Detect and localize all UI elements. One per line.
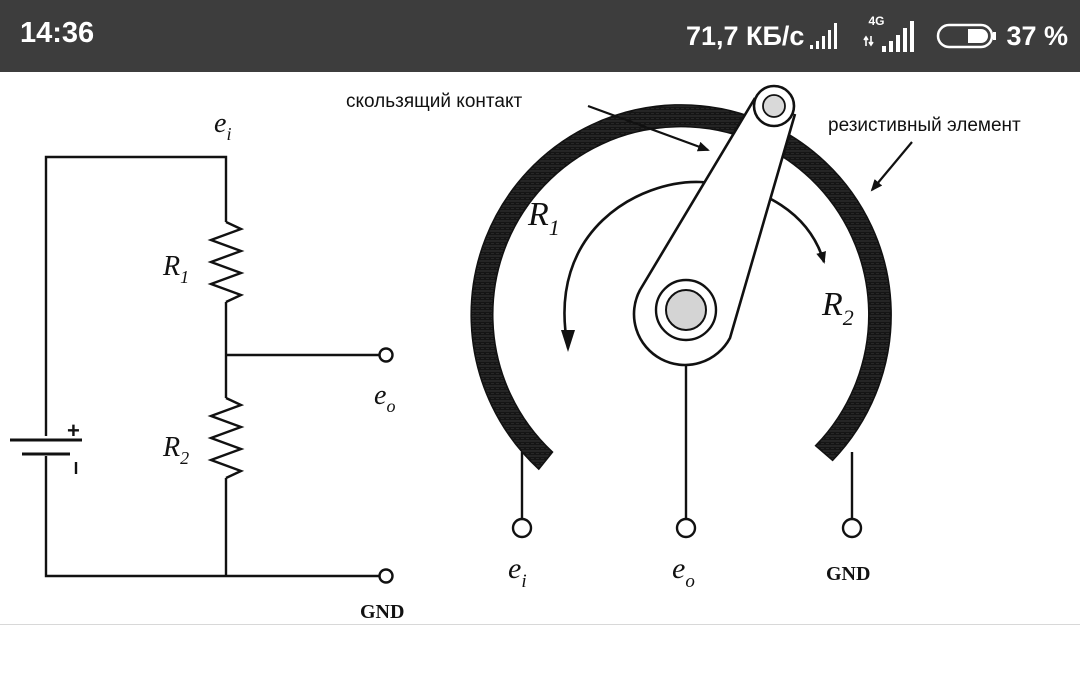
resistor-r1-zigzag xyxy=(207,220,245,304)
battery-percent: 37 % xyxy=(1006,20,1068,51)
terminal-left xyxy=(511,517,533,539)
circuit-output-label: eo xyxy=(374,380,395,416)
status-time: 14:36 xyxy=(20,17,95,49)
rotation-arrow-tail-head xyxy=(561,330,575,352)
battery-plus-sign: + xyxy=(67,418,80,443)
network-speed: 71,7 КБ/с xyxy=(685,20,805,51)
wiper-tip-pin xyxy=(762,94,786,118)
voltage-divider-diagram: + ei R1 R2 eo GND xyxy=(0,72,1080,674)
element-annotation-arrow xyxy=(870,141,913,192)
shaft-inner xyxy=(665,289,707,331)
network-4g-signal-icon: 4G xyxy=(862,14,922,56)
signal-icon xyxy=(810,23,838,49)
wiper-annotation: скользящий контакт xyxy=(346,91,522,112)
terminal-center xyxy=(675,517,697,539)
content-divider xyxy=(0,624,1080,625)
circuit-wire-top xyxy=(44,155,228,436)
pot-terminal-right-label: GND xyxy=(826,563,870,585)
pot-terminal-center-label: eo xyxy=(672,552,695,592)
terminal-right xyxy=(841,517,863,539)
wiper-arm xyxy=(632,97,797,367)
resistor-r2-label: R2 xyxy=(162,432,189,468)
status-right: 71,7 КБ/с 4G 37 % xyxy=(686,14,1068,58)
ground-terminal xyxy=(378,568,394,584)
battery-icon xyxy=(937,23,997,49)
pot-r2-label: R2 xyxy=(821,286,854,330)
element-annotation: резистивный элемент xyxy=(828,115,1021,136)
rotation-arrow xyxy=(563,180,826,349)
pot-terminal-left-label: ei xyxy=(508,552,527,592)
resistor-r1-label: R1 xyxy=(162,251,189,287)
circuit-ground-label: GND xyxy=(360,601,404,623)
diagram-canvas: + ei R1 R2 eo GND xyxy=(10,84,1021,623)
potentiometer xyxy=(470,84,913,539)
wiper-annotation-arrow xyxy=(587,104,710,152)
resistive-element-arc xyxy=(470,104,892,471)
pot-r1-label: R1 xyxy=(527,196,560,240)
status-bar: 14:36 71,7 КБ/с 4G xyxy=(0,0,1080,72)
circuit-wire-bottom xyxy=(44,456,380,578)
resistor-r2-zigzag xyxy=(207,396,245,480)
divider-circuit xyxy=(10,155,394,584)
circuit-input-label: ei xyxy=(214,108,231,144)
network-type-label: 4G xyxy=(868,14,885,28)
output-terminal xyxy=(378,347,394,363)
